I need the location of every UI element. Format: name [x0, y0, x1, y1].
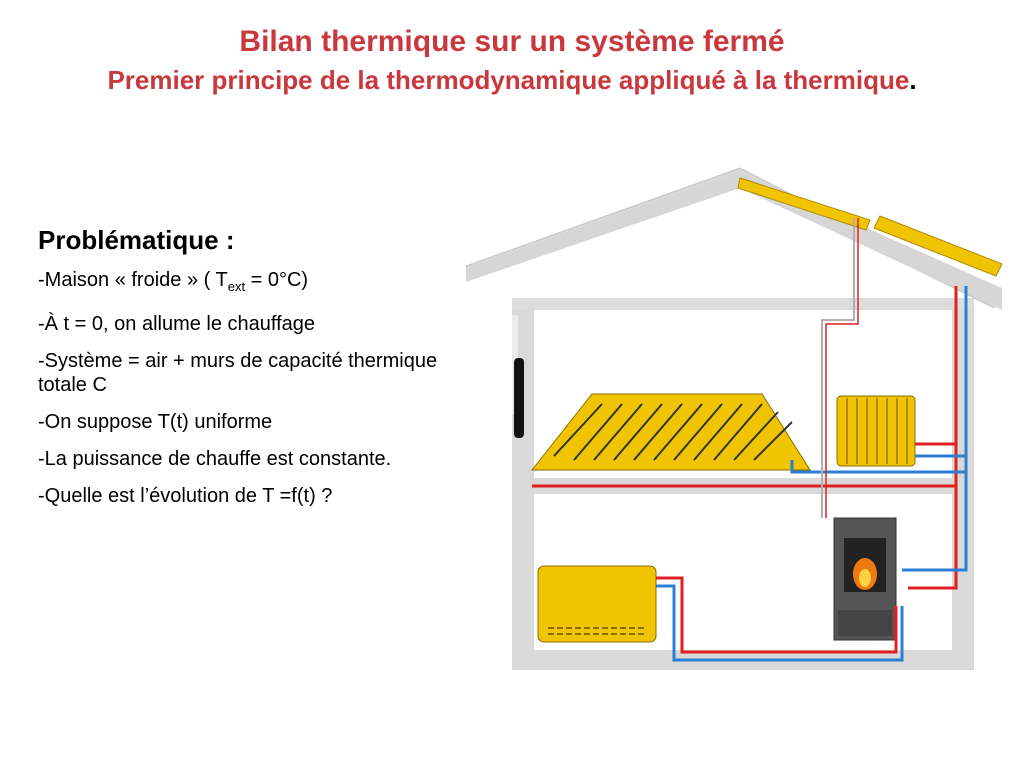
radiator-icon	[836, 395, 916, 467]
bullet-heating-on: -À t = 0, on allume le chauffage	[38, 313, 316, 335]
subtitle-text: Premier principe de la thermodynamique a…	[107, 65, 910, 95]
slide-subtitle: Premier principe de la thermodynamique a…	[0, 64, 1024, 96]
bullet-cold-house-prefix: -Maison « froide » ( T	[38, 269, 228, 291]
bullet-cold-house: -Maison « froide » ( Text = 0°C)	[38, 268, 438, 299]
house-structure	[465, 167, 1002, 670]
solar-panel-icon	[737, 177, 1003, 277]
underfloor-heating-icon	[530, 393, 811, 471]
bullet-question: -Quelle est l’évolution de T =f(t) ?	[38, 485, 333, 507]
bullet-cold-house-suffix: = 0°C)	[245, 269, 309, 291]
convector-icon	[537, 565, 657, 643]
window-icon	[514, 358, 524, 438]
subtitle-period: .	[909, 65, 917, 95]
house-illustration	[465, 167, 1003, 670]
slide-title: Bilan thermique sur un système fermé	[239, 25, 785, 58]
problem-heading: Problématique :	[38, 225, 235, 255]
heating-pipes	[532, 218, 968, 662]
stove-icon	[833, 517, 897, 641]
bullet-constant-power: -La puissance de chauffe est constante.	[38, 448, 392, 470]
bullet-uniform: -On suppose T(t) uniforme	[38, 411, 273, 433]
bullet-system: -Système = air + murs de capacité thermi…	[38, 350, 438, 396]
bullet-cold-house-subscript: ext	[227, 279, 246, 294]
problem-section: Problématique : -Maison « froide » ( Tex…	[38, 224, 438, 521]
